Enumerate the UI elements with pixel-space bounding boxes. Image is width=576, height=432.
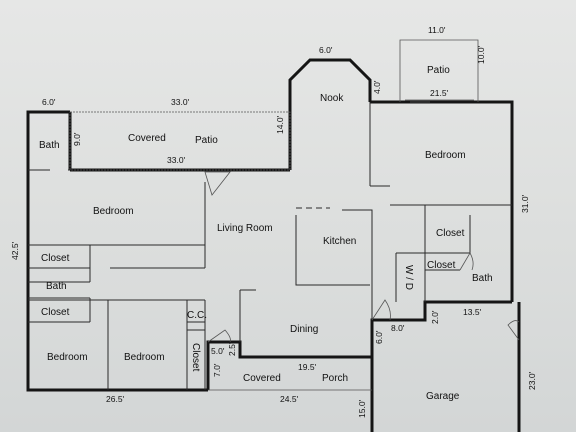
label-garage: Garage (426, 391, 460, 402)
dim-31-0: 31.0' (520, 194, 530, 213)
label-bath-left: Bath (46, 281, 67, 292)
dim-14-0: 14.0' (275, 115, 285, 134)
dim-2-0: 2.0' (430, 310, 440, 324)
label-bedroom-left: Bedroom (93, 206, 134, 217)
interior-walls (28, 102, 512, 390)
dim-21-5: 21.5' (430, 88, 449, 98)
label-kitchen: Kitchen (323, 236, 356, 247)
label-bath-top: Bath (39, 140, 60, 151)
label-covered-porch-1: Covered (243, 373, 281, 384)
door-swings (204, 171, 520, 343)
dim-8-0: 8.0' (391, 323, 405, 333)
label-closet-left-1: Closet (41, 253, 70, 264)
label-dining: Dining (290, 324, 318, 335)
label-bath-right: Bath (472, 273, 493, 284)
label-bedroom-right: Bedroom (425, 150, 466, 161)
label-bedroom-bottom-2: Bedroom (124, 352, 165, 363)
label-covered-patio-2: Patio (195, 135, 218, 146)
dim-33-0-bottom: 33.0' (167, 155, 186, 165)
dim-6-0-top-left: 6.0' (42, 97, 56, 107)
label-bedroom-bottom-1: Bedroom (47, 352, 88, 363)
dim-19-5: 19.5' (298, 362, 317, 372)
dim-15-0: 15.0' (357, 399, 367, 418)
dim-33-0-top: 33.0' (171, 97, 190, 107)
dim-6-0-right: 6.0' (374, 330, 384, 344)
dim-42-5: 42.5' (10, 241, 20, 260)
dim-24-5: 24.5' (280, 394, 299, 404)
label-covered-patio-1: Covered (128, 133, 166, 144)
label-closet-left-2: Closet (41, 307, 70, 318)
dim-7-0: 7.0' (212, 363, 222, 377)
dimension-labels: 6.0' 33.0' 6.0' 11.0' 10.0' 21.5' 4.0' 9… (10, 25, 537, 418)
label-patio: Patio (427, 65, 450, 76)
label-cc: C.C. (187, 310, 207, 321)
label-closet-vertical: Closet (190, 343, 201, 372)
label-nook: Nook (320, 93, 344, 104)
outdoor-outlines (69, 39, 479, 391)
dim-11-0: 11.0' (428, 25, 446, 35)
room-labels: Bath Covered Patio Nook Patio Bedroom Be… (39, 65, 493, 402)
dim-6-0-nook: 6.0' (319, 45, 333, 55)
label-wd: W / D (403, 265, 414, 290)
label-closet-right-small: Closet (427, 260, 456, 271)
dim-13-5: 13.5' (463, 307, 482, 317)
dim-23-0: 23.0' (527, 371, 537, 390)
dim-10-0: 10.0' (476, 45, 486, 64)
dim-2-5: 2.5' (227, 342, 237, 356)
label-covered-porch-2: Porch (322, 373, 348, 384)
label-living-room: Living Room (217, 223, 273, 234)
label-closet-right: Closet (436, 228, 465, 239)
dim-26-5: 26.5' (106, 394, 125, 404)
dim-9-0: 9.0' (72, 132, 82, 146)
dim-5-0: 5.0' (211, 346, 225, 356)
dim-4-0: 4.0' (372, 80, 382, 94)
